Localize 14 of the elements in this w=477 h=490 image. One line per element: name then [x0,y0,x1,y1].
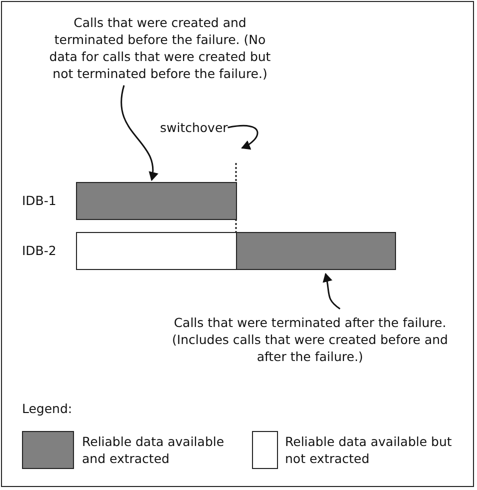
row-label: IDB-2 [22,242,56,259]
legend-text: Reliable data available but not extracted [285,433,453,467]
curved-arrow [228,124,258,150]
timeline-bar [236,232,396,270]
annotation-text: Calls that were created and terminated before the failure. (No data for calls that were created but not terminated before the failure.) [40,14,280,82]
timeline-bar [76,232,237,270]
row-label: IDB-1 [22,192,56,209]
timeline-bar [76,182,237,220]
legend-heading: Legend: [22,400,72,417]
annotation-text: switchover [160,119,228,136]
annotation-text: Calls that were terminated after the failure. (Includes calls that were created before and after the failure.) [160,314,460,365]
legend-text: Reliable data available and extracted [82,433,226,467]
curved-arrow [120,85,158,182]
curved-arrow [322,272,340,310]
